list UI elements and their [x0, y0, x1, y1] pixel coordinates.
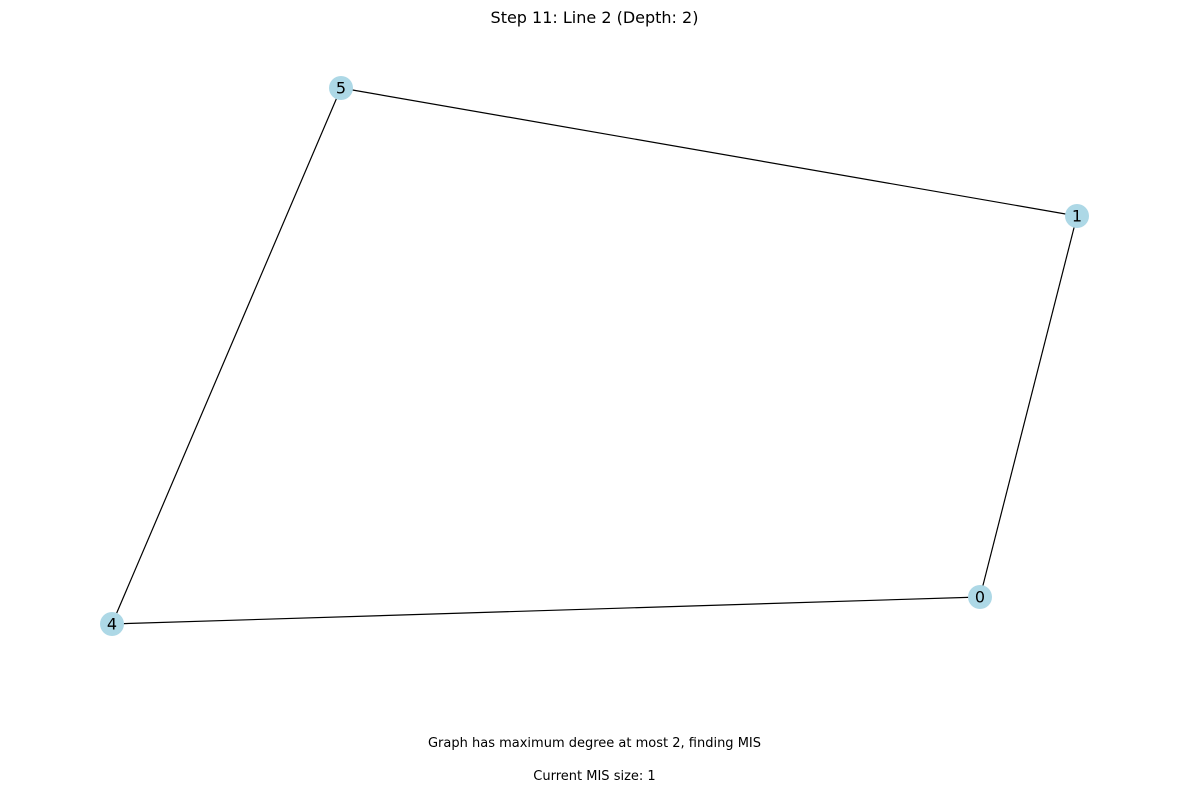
node-circle	[1065, 204, 1089, 228]
edges-layer	[111, 87, 1078, 625]
edge-1-0	[979, 215, 1078, 598]
node-1: 1	[1065, 204, 1089, 228]
node-label: 0	[975, 588, 985, 607]
node-4: 4	[100, 612, 124, 636]
node-circle	[100, 612, 124, 636]
edge-0-4	[111, 596, 981, 625]
node-0: 0	[968, 585, 992, 609]
node-label: 1	[1072, 207, 1082, 226]
page-title: Step 11: Line 2 (Depth: 2)	[490, 8, 699, 27]
edge-5-1	[340, 87, 1078, 217]
edge-4-5	[111, 87, 342, 625]
nodes-layer: 5 1 0 4	[100, 76, 1089, 636]
node-5: 5	[329, 76, 353, 100]
mis-size-caption: Current MIS size: 1	[533, 769, 656, 784]
node-label: 4	[107, 615, 117, 634]
status-caption: Graph has maximum degree at most 2, find…	[427, 736, 761, 751]
node-circle	[329, 76, 353, 100]
node-label: 5	[336, 79, 346, 98]
node-circle	[968, 585, 992, 609]
